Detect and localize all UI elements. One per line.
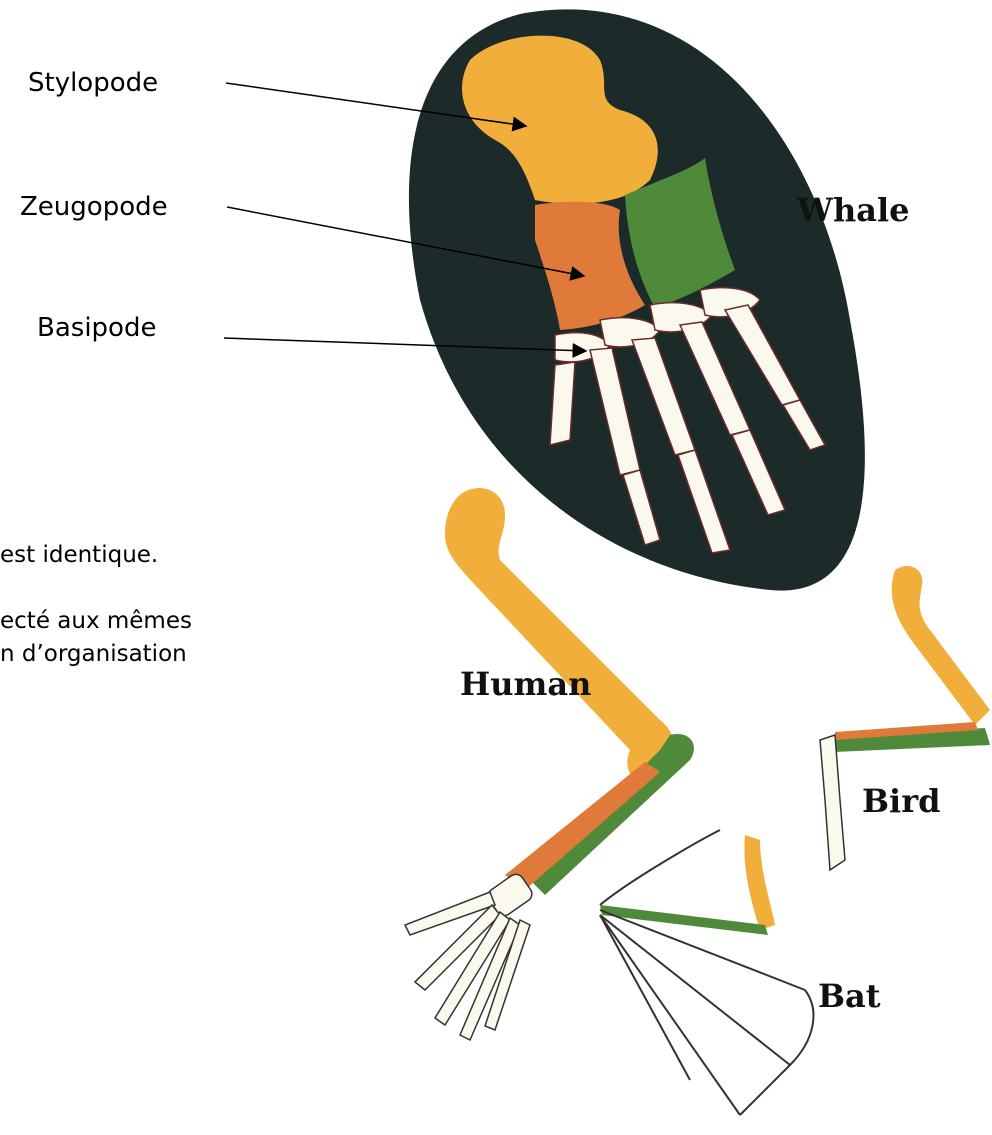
human-ulna-bone	[530, 734, 694, 895]
human-arm	[405, 488, 694, 1040]
body-text-line-1: est identique.	[0, 542, 158, 568]
bat-wing	[600, 830, 813, 1115]
human-radius-bone	[505, 762, 660, 890]
bird-humerus-bone	[892, 566, 990, 725]
human-hand-bones	[405, 871, 535, 1040]
bat-wing-bones	[600, 830, 813, 1115]
whale-label: Whale	[796, 191, 909, 229]
bat-humerus-bone	[744, 835, 775, 930]
bird-hand-bones	[820, 735, 845, 870]
body-text-line-2: ecté aux mêmes	[0, 608, 192, 634]
zeugopode-label: Zeugopode	[20, 192, 168, 222]
stylopode-label: Stylopode	[28, 68, 158, 98]
body-text-line-3: n d’organisation	[0, 641, 187, 667]
human-label: Human	[460, 665, 591, 703]
basipode-label: Basipode	[37, 313, 156, 343]
bird-label: Bird	[862, 782, 940, 820]
bird-wing	[820, 566, 990, 870]
bat-label: Bat	[818, 977, 881, 1015]
